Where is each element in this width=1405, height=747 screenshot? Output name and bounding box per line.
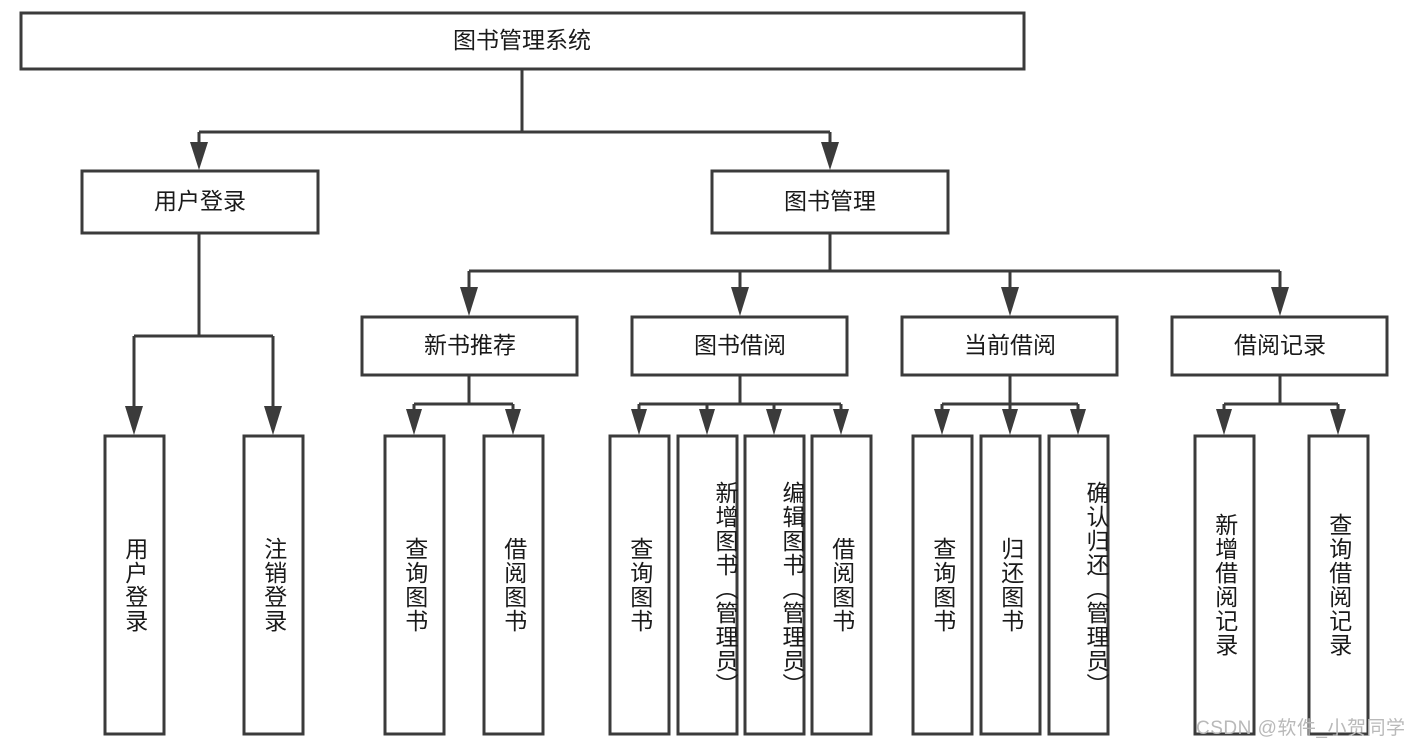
arrow-head-leaf-edit-book xyxy=(766,409,782,435)
arrow-head-new-book-rec xyxy=(460,287,478,316)
node-book-borrow-label: 图书借阅 xyxy=(694,332,786,358)
arrow-head-leaf-query-book-2 xyxy=(631,409,647,435)
arrow-head-leaf-query-record xyxy=(1330,409,1346,435)
node-current-borrow-label: 当前借阅 xyxy=(964,332,1056,358)
arrow-head-leaf-borrow-book-2 xyxy=(833,409,849,435)
node-leaf-query-record-box[interactable] xyxy=(1307,434,1370,736)
arrow-head-leaf-confirm-return xyxy=(1070,409,1086,435)
node-leaf-query-book-1-box[interactable] xyxy=(383,434,446,736)
arrow-head-leaf-query-book-3 xyxy=(934,409,950,435)
arrow-head-leaf-add-book xyxy=(699,409,715,435)
node-new-book-rec[interactable]: 新书推荐 xyxy=(360,315,579,377)
node-leaf-add-record-box[interactable] xyxy=(1193,434,1256,736)
arrow-head-user-login xyxy=(190,142,208,170)
node-leaf-user-login-box[interactable] xyxy=(103,434,166,736)
node-leaf-add-book-label: 新增图书（管理员） xyxy=(712,481,738,697)
connector-group-book-borrow xyxy=(631,375,849,435)
node-user-login-box[interactable] xyxy=(80,169,320,235)
node-root-label: 图书管理系统 xyxy=(453,27,591,53)
node-leaf-add-book-box[interactable] xyxy=(676,434,739,736)
arrow-head-leaf-borrow-book-1 xyxy=(505,409,521,435)
node-leaf-query-book-3-label: 查询图书 xyxy=(929,537,956,633)
node-leaf-borrow-book-2-box[interactable] xyxy=(810,434,873,736)
node-leaf-edit-book-box[interactable] xyxy=(743,434,806,736)
node-leaf-add-record-label: 新增借阅记录 xyxy=(1211,513,1238,657)
node-leaf-borrow-book-1-box[interactable] xyxy=(482,434,545,736)
arrow-head-borrow-record xyxy=(1271,287,1289,316)
arrow-head-leaf-return-book xyxy=(1002,409,1018,435)
csdn-watermark: CSDN @软件_小贺同学 xyxy=(1196,718,1405,739)
node-leaf-query-book-2-label: 查询图书 xyxy=(626,537,653,633)
node-leaf-logout-login-label: 注销登录 xyxy=(260,537,287,633)
node-new-book-rec-box[interactable] xyxy=(360,315,579,377)
arrow-head-leaf-logout-login xyxy=(264,406,282,435)
node-user-login-label: 用户登录 xyxy=(154,188,246,214)
node-borrow-record-box[interactable] xyxy=(1170,315,1389,377)
node-leaf-query-book-3-box[interactable] xyxy=(911,434,974,736)
connector-group-new-book-rec xyxy=(406,375,521,435)
node-new-book-rec-label: 新书推荐 xyxy=(424,332,516,358)
node-book-borrow[interactable]: 图书借阅 xyxy=(630,315,849,377)
node-leaf-edit-book-label: 编辑图书（管理员） xyxy=(779,481,805,697)
node-book-borrow-box[interactable] xyxy=(630,315,849,377)
arrow-head-leaf-add-record xyxy=(1216,409,1232,435)
node-leaf-query-record-label: 查询借阅记录 xyxy=(1325,513,1352,657)
node-book-manage-label: 图书管理 xyxy=(784,188,876,214)
node-root-box[interactable] xyxy=(19,11,1026,71)
arrow-head-book-borrow xyxy=(731,287,749,316)
connector-group-root xyxy=(190,69,839,170)
connector-group-borrow-record xyxy=(1216,375,1346,435)
node-root[interactable]: 图书管理系统 xyxy=(19,11,1026,71)
node-user-login[interactable]: 用户登录 xyxy=(80,169,320,235)
leaf-boxes-group xyxy=(103,434,1370,736)
arrow-head-leaf-query-book-1 xyxy=(406,409,422,435)
node-current-borrow[interactable]: 当前借阅 xyxy=(900,315,1119,377)
node-borrow-record[interactable]: 借阅记录 xyxy=(1170,315,1389,377)
node-leaf-confirm-return-box[interactable] xyxy=(1047,434,1110,736)
node-borrow-record-label: 借阅记录 xyxy=(1234,332,1326,358)
arrow-head-current-borrow xyxy=(1001,287,1019,316)
arrow-head-leaf-user-login xyxy=(125,406,143,435)
node-leaf-return-book-box[interactable] xyxy=(979,434,1042,736)
connector-group-book-manage xyxy=(460,233,1289,316)
node-leaf-confirm-return-label: 确认归还（管理员） xyxy=(1083,481,1109,697)
node-current-borrow-box[interactable] xyxy=(900,315,1119,377)
node-leaf-borrow-book-1-label: 借阅图书 xyxy=(500,537,527,633)
node-book-manage[interactable]: 图书管理 xyxy=(710,169,950,235)
connector-group-current-borrow xyxy=(934,375,1086,435)
node-leaf-borrow-book-2-label: 借阅图书 xyxy=(828,537,855,633)
node-leaf-query-book-1-label: 查询图书 xyxy=(401,537,428,633)
node-book-manage-box[interactable] xyxy=(710,169,950,235)
node-leaf-user-login-label: 用户登录 xyxy=(121,537,148,633)
node-leaf-logout-login-box[interactable] xyxy=(242,434,305,736)
node-leaf-query-book-2-box[interactable] xyxy=(608,434,671,736)
connector-group-user-login xyxy=(125,233,282,435)
arrow-head-book-manage xyxy=(821,142,839,170)
node-leaf-return-book-label: 归还图书 xyxy=(997,537,1024,633)
